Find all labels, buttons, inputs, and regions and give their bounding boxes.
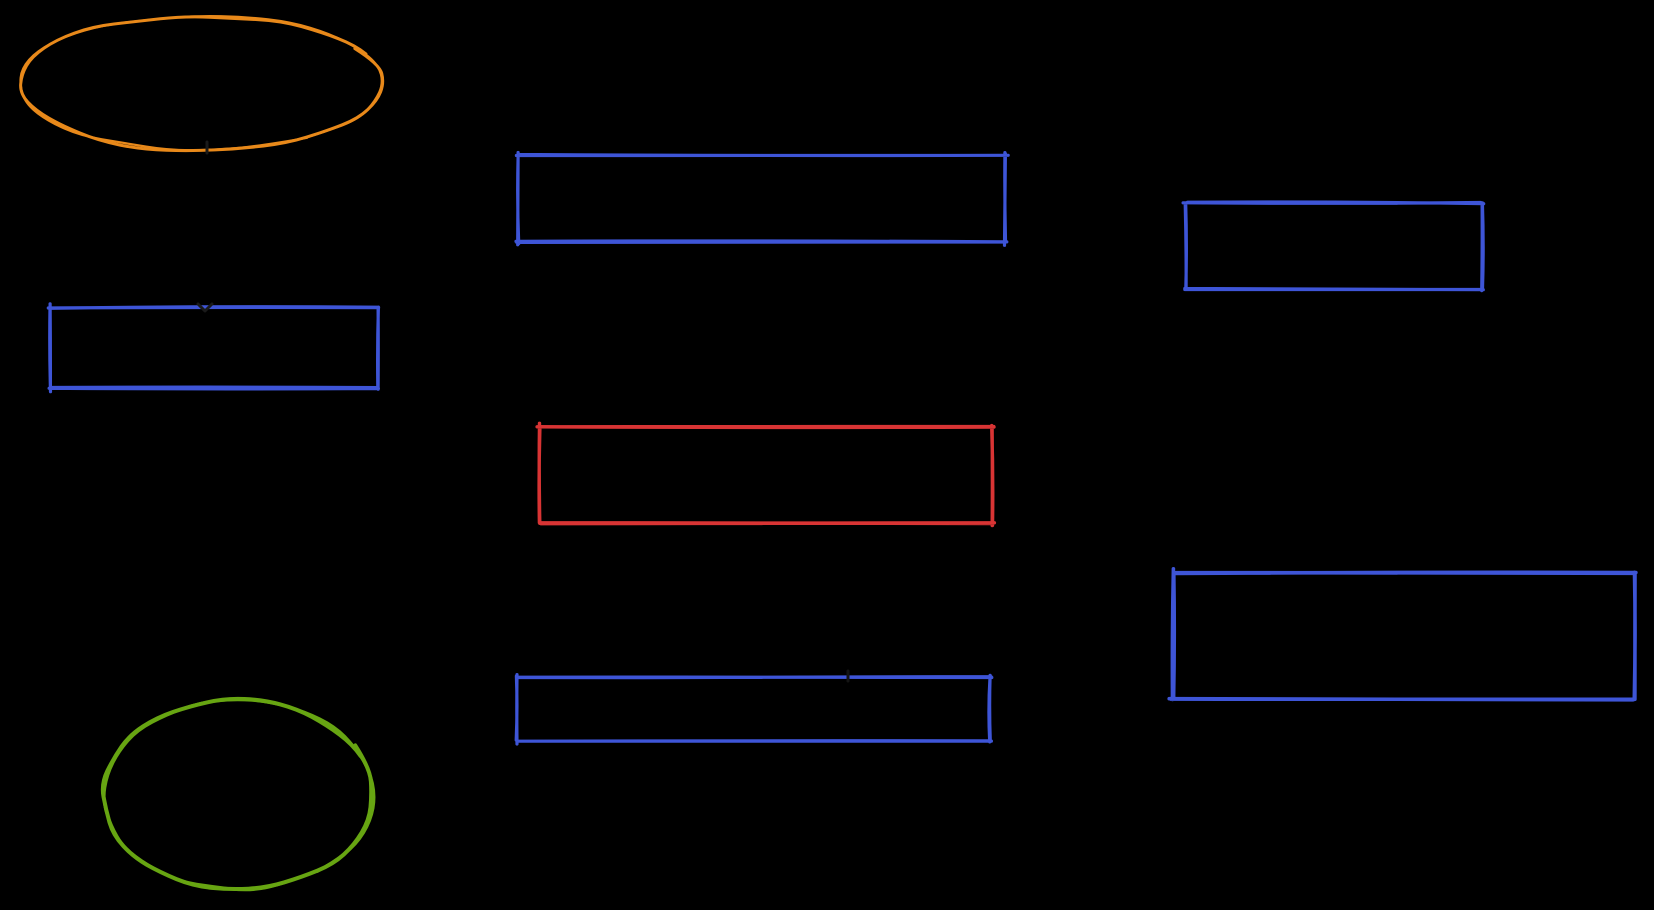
- rect-blue-bottom-right[interactable]: [1169, 569, 1636, 700]
- rect-blue-bottom-center[interactable]: [516, 675, 992, 744]
- hidden-arrow-head-into-mid-left-rect: [198, 304, 212, 311]
- rect-red-center[interactable]: [537, 423, 994, 525]
- start-ellipse-orange[interactable]: [21, 16, 383, 150]
- end-ellipse-green[interactable]: [103, 699, 374, 890]
- rect-blue-mid-left[interactable]: [48, 304, 378, 392]
- rect-blue-top-center[interactable]: [516, 153, 1008, 246]
- rect-blue-top-right[interactable]: [1183, 202, 1484, 291]
